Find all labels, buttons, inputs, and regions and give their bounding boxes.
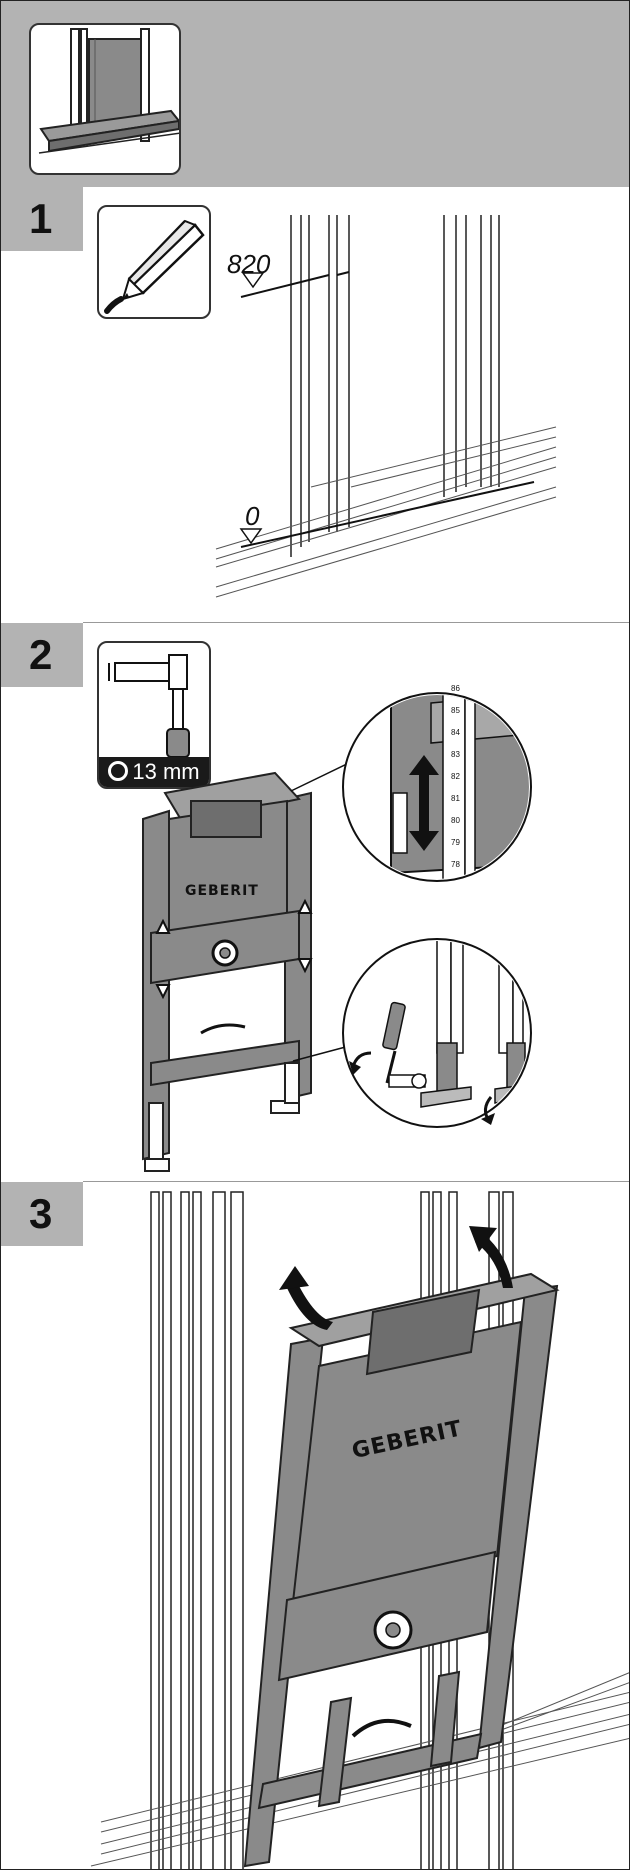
ruler-tick: 83: [451, 750, 460, 759]
ruler-tick: 85: [451, 706, 460, 715]
ruler-tick: 80: [451, 816, 460, 825]
socket-wrench-icon: [108, 654, 190, 758]
up-down-arrow-icon: [409, 755, 439, 851]
pencil-icon: [104, 219, 205, 314]
section-divider: [83, 622, 629, 623]
step2-adjustment-drawing: GEBERIT 78 79 80 81 82 83 84: [142, 684, 532, 1172]
ruler-tick: 82: [451, 772, 460, 781]
ruler-tick: 81: [451, 794, 460, 803]
ruler-tick: 84: [451, 728, 460, 737]
step-tab-1: 1: [1, 187, 83, 251]
ruler-tick: 79: [451, 838, 460, 847]
installation-thumbnail: [29, 23, 181, 175]
wrench-size-badge: 13 mm: [99, 757, 209, 787]
wrench-size-label: 13 mm: [132, 759, 200, 784]
step-tab-2: 2: [1, 623, 83, 687]
step-tab-3: 3: [1, 1182, 83, 1246]
level-triangle-icon: [241, 272, 265, 289]
wrench-tool-box: 13 mm: [97, 641, 211, 789]
step-number: 1: [29, 195, 53, 242]
lift-arrow-icon: [469, 1226, 513, 1288]
hex-nut-icon: [108, 761, 129, 781]
step-number: 2: [29, 631, 53, 678]
level-triangle-icon: [239, 528, 263, 545]
socket-wrench-icon: [382, 1001, 427, 1089]
step-number: 3: [29, 1190, 53, 1237]
pencil-tool-box: [97, 205, 211, 319]
section-divider: [83, 1181, 629, 1182]
wall-frame-thumbnail-icon: [38, 28, 179, 154]
lift-arrow-icon: [279, 1266, 333, 1330]
ruler-tick: 86: [451, 684, 460, 693]
frame-brand-label: GEBERIT: [185, 883, 259, 899]
step3-mounting-drawing: GEBERIT: [90, 1191, 629, 1869]
ruler-tick: 78: [451, 860, 460, 869]
step1-marking-drawing: 820 0: [215, 215, 557, 598]
mark-0-label: 0: [245, 501, 260, 531]
